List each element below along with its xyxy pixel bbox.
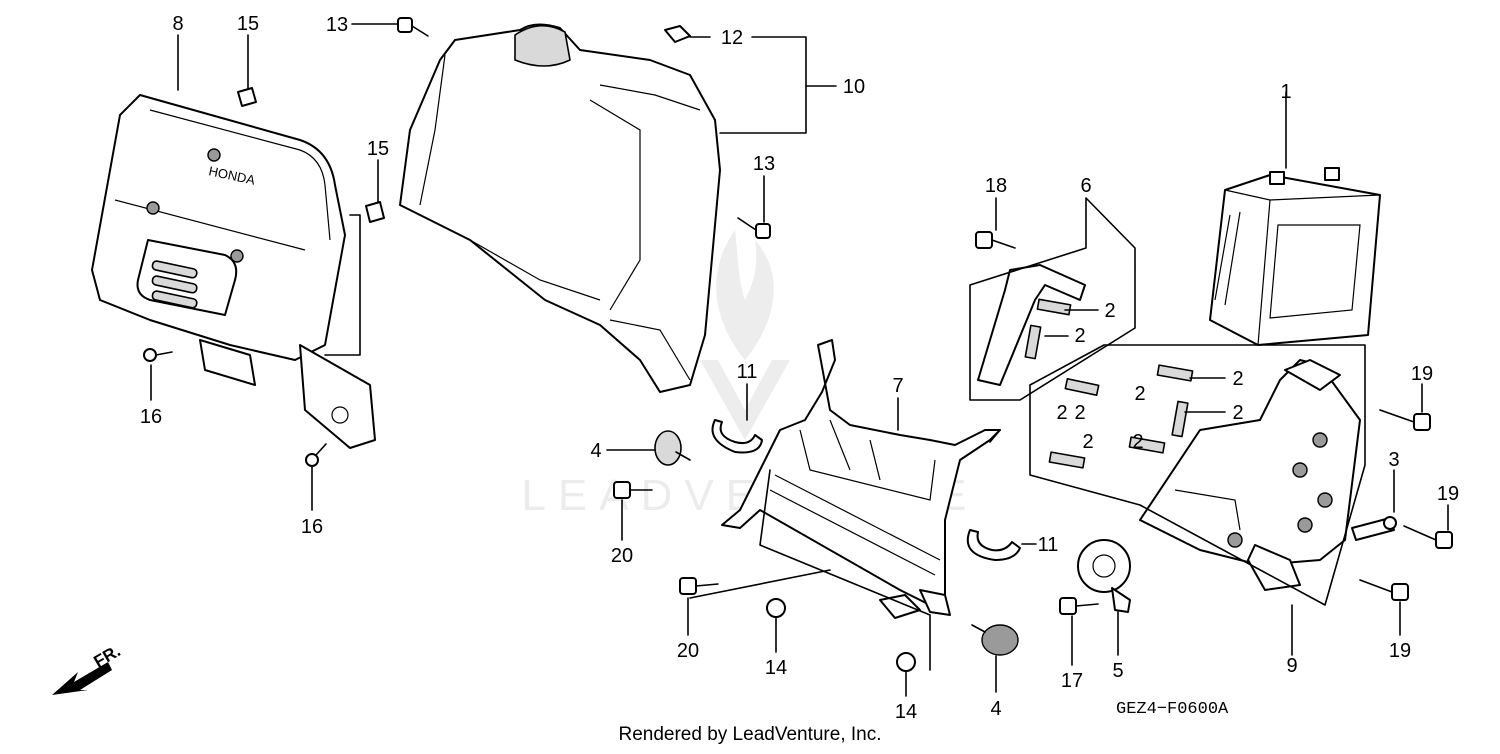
callout-2-i: 2: [1132, 431, 1143, 453]
callout-19-mid: 19: [1437, 483, 1459, 505]
horn-part-5[interactable]: [1077, 539, 1131, 613]
callout-13-top: 13: [326, 14, 348, 36]
callout-8: 8: [172, 13, 183, 35]
callout-6: 6: [1080, 175, 1091, 197]
callout-12: 12: [721, 27, 743, 49]
bolt-part-19-mid[interactable]: [1403, 525, 1453, 549]
bolt-part-19-lower[interactable]: [1359, 579, 1409, 601]
battery-box-part-9[interactable]: [1139, 359, 1361, 591]
callout-11-upper: 11: [737, 361, 758, 383]
inner-cover-part-10[interactable]: [399, 23, 721, 393]
bolt-part-20-lower[interactable]: [679, 577, 719, 595]
callout-20-upper: 20: [611, 545, 633, 567]
screw-part-13-top[interactable]: [397, 17, 429, 37]
bolt-part-19-upper[interactable]: [1379, 409, 1431, 431]
battery-bracket-part-6[interactable]: [977, 264, 1086, 386]
nut-part-14-right[interactable]: [896, 652, 916, 672]
callout-2-g: 2: [1056, 402, 1067, 424]
callout-16-left: 16: [140, 406, 162, 428]
callout-4-upper: 4: [590, 440, 601, 462]
callout-14-left: 14: [765, 657, 787, 679]
callout-15-upper: 15: [237, 13, 259, 35]
callout-9: 9: [1286, 655, 1297, 677]
callout-15-lower: 15: [367, 138, 389, 160]
callout-10: 10: [843, 76, 865, 98]
clip-nut-part-12[interactable]: [664, 25, 691, 43]
nut-part-14-left[interactable]: [766, 598, 786, 618]
screw-part-16-left[interactable]: [143, 348, 173, 362]
callout-1: 1: [1280, 81, 1291, 103]
callout-16-bottom: 16: [301, 516, 323, 538]
callout-2-b: 2: [1074, 325, 1085, 347]
bolt-part-20-upper[interactable]: [613, 481, 653, 499]
drawing-code: GEZ4−F0600A: [1116, 700, 1229, 719]
callout-2-h: 2: [1082, 431, 1093, 453]
callout-18: 18: [985, 175, 1007, 197]
leader-lines: [150, 23, 1449, 697]
watermark-logo: [700, 230, 790, 440]
callout-2-f: 2: [1074, 402, 1085, 424]
screw-part-16-bottom[interactable]: [305, 443, 327, 467]
grommet-part-4-upper[interactable]: [654, 430, 691, 466]
callout-labels: 8 15 15 13 13 12 10 16 16 7 11 11 4 4 20…: [140, 13, 1459, 723]
bolt-part-18[interactable]: [975, 231, 1016, 249]
footer-credit: Rendered by LeadVenture, Inc.: [618, 724, 881, 745]
front-cover-part-8[interactable]: HONDA: [91, 94, 376, 449]
callout-4-lower: 4: [990, 698, 1001, 720]
nut-part-15-lower[interactable]: [365, 201, 385, 223]
direction-label: FR.: [91, 641, 124, 671]
collar-part-3[interactable]: [1351, 516, 1397, 541]
bolt-part-17[interactable]: [1059, 597, 1099, 615]
front-direction-arrow-icon: [52, 662, 112, 695]
battery-part-1[interactable]: [1209, 167, 1381, 346]
callout-11-lower: 11: [1038, 534, 1059, 556]
callout-19-upper: 19: [1411, 363, 1433, 385]
callout-2-d: 2: [1232, 402, 1243, 424]
screw-part-13-mid[interactable]: [737, 217, 771, 239]
callout-5: 5: [1112, 660, 1123, 682]
callout-14-right: 14: [895, 701, 917, 723]
frame-bracket-part-7[interactable]: [721, 339, 1001, 619]
cushion-pads-part-2[interactable]: [1024, 298, 1194, 469]
callout-17: 17: [1061, 670, 1083, 692]
callout-2-a: 2: [1104, 300, 1115, 322]
callout-2-c: 2: [1232, 368, 1243, 390]
callout-2-e: 2: [1134, 383, 1145, 405]
callout-13-mid: 13: [753, 153, 775, 175]
callout-19-lower: 19: [1389, 640, 1411, 662]
callout-3: 3: [1388, 449, 1399, 471]
clamp-part-11-upper[interactable]: [711, 419, 763, 454]
callout-20-lower: 20: [677, 640, 699, 662]
nut-part-15-upper[interactable]: [237, 87, 257, 107]
clamp-part-11-lower[interactable]: [966, 529, 1021, 561]
grommet-part-4-lower[interactable]: [971, 624, 1019, 656]
callout-7: 7: [892, 375, 903, 397]
